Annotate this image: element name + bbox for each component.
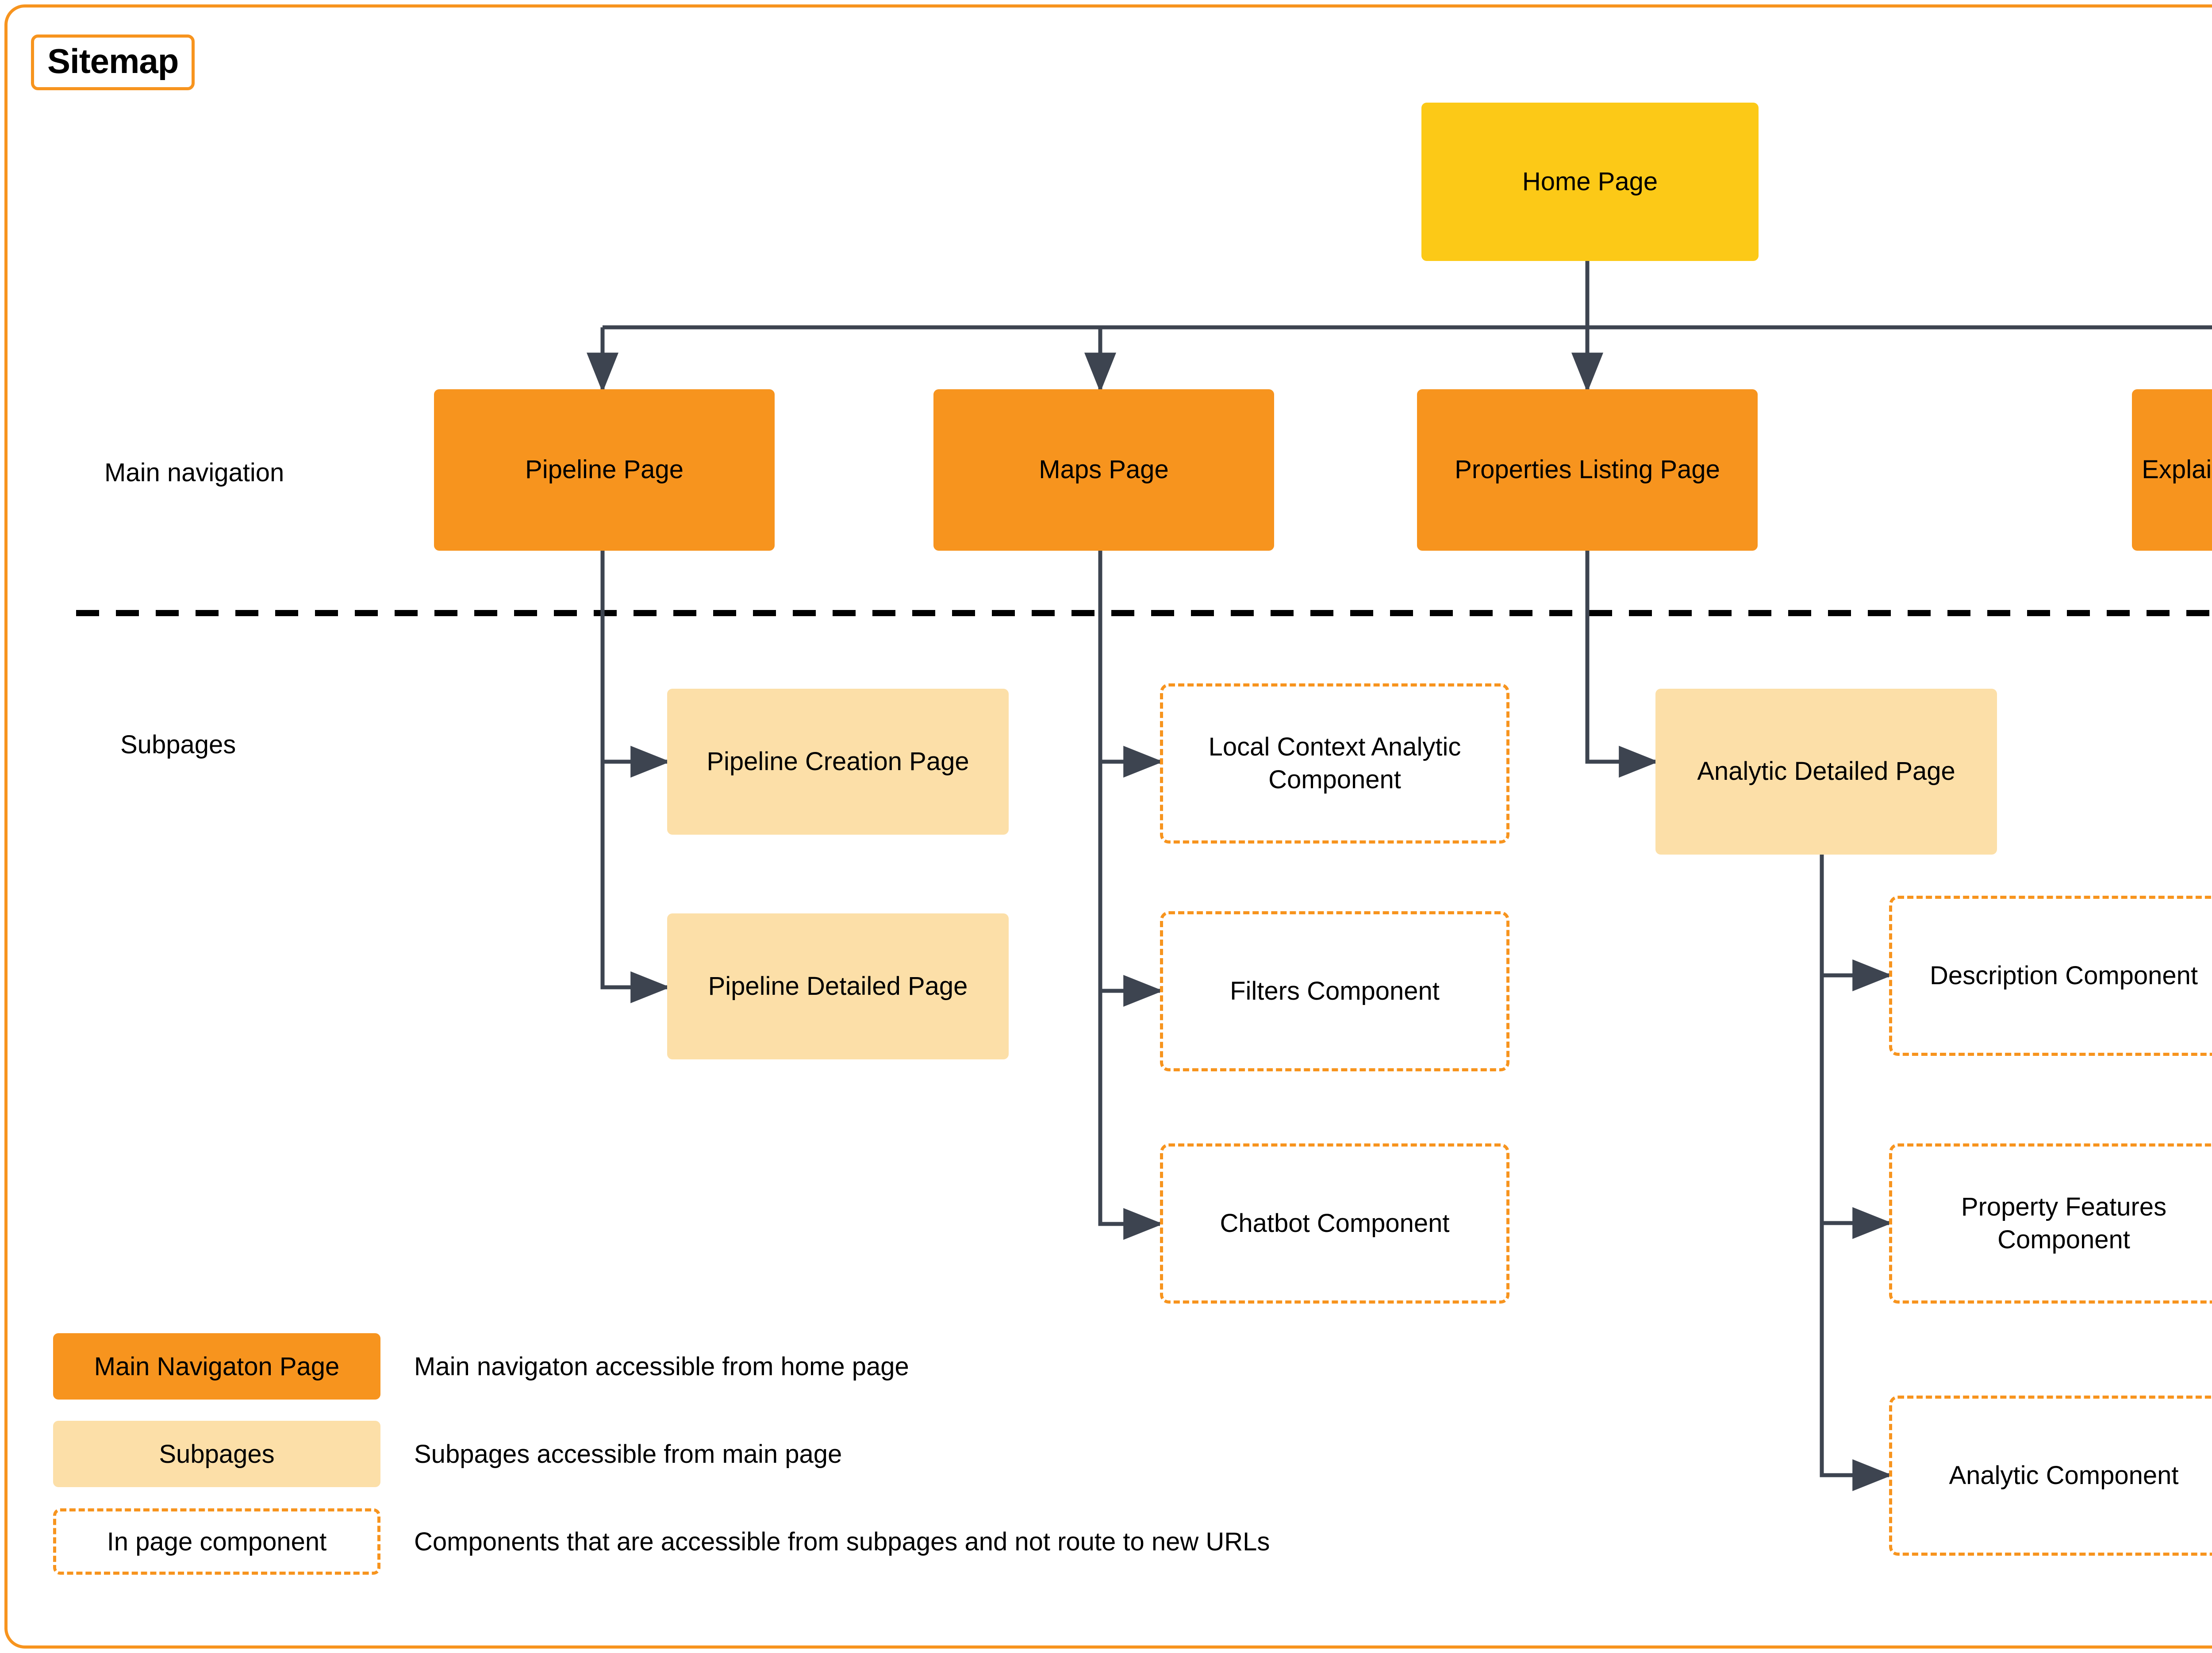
legend: Main Navigaton Page Main navigaton acces… [53,1331,1270,1594]
legend-chip-in-page-component: In page component [53,1508,380,1575]
legend-description-in-page-component: Components that are accessible from subp… [414,1527,1270,1556]
node-explainable-prediction-page[interactable]: Explainable Prediction Page [2132,389,2212,551]
wire-chatbot-component [1098,991,1164,1240]
node-chatbot-component[interactable]: Chatbot Component [1160,1143,1509,1304]
page-title: Sitemap [31,35,195,90]
node-local-context-analytic-component[interactable]: Local Context Analytic Component [1160,683,1509,844]
wire-analytic-component [1820,1223,1893,1491]
legend-row-in-page-component: In page component Components that are ac… [53,1507,1270,1576]
node-pipeline-creation-page[interactable]: Pipeline Creation Page [667,689,1009,835]
wire-pipeline-detailed [600,762,671,1003]
node-analytic-detailed-page[interactable]: Analytic Detailed Page [1655,689,1997,855]
wire-pipeline-creation [600,551,671,778]
legend-chip-subpages: Subpages [53,1421,380,1487]
wire-property-features-component [1820,975,1893,1239]
wire-analytic-detailed-page [1585,551,1659,778]
node-filters-component[interactable]: Filters Component [1160,911,1509,1071]
node-pipeline-detailed-page[interactable]: Pipeline Detailed Page [667,913,1009,1059]
node-analytic-component[interactable]: Analytic Component [1889,1396,2212,1556]
node-maps-page[interactable]: Maps Page [933,389,1274,551]
node-property-features-component[interactable]: Property Features Component [1889,1143,2212,1304]
legend-row-subpages: Subpages Subpages accessible from main p… [53,1419,1270,1489]
wire-description-component [1820,855,1893,991]
wire-local-context-analytic [1098,551,1164,778]
wire-filters-component [1098,762,1164,1007]
node-properties-listing-page[interactable]: Properties Listing Page [1417,389,1758,551]
node-pipeline-page[interactable]: Pipeline Page [434,389,775,551]
legend-chip-main-navigation: Main Navigaton Page [53,1333,380,1400]
row-label-subpages: Subpages [120,730,236,759]
legend-row-main-navigation: Main Navigaton Page Main navigaton acces… [53,1331,1270,1401]
node-description-component[interactable]: Description Component [1889,896,2212,1056]
node-home-page[interactable]: Home Page [1421,103,1759,261]
legend-description-main-navigation: Main navigaton accessible from home page [414,1352,909,1381]
legend-description-subpages: Subpages accessible from main page [414,1439,842,1469]
row-label-main-navigation: Main navigation [104,458,284,487]
